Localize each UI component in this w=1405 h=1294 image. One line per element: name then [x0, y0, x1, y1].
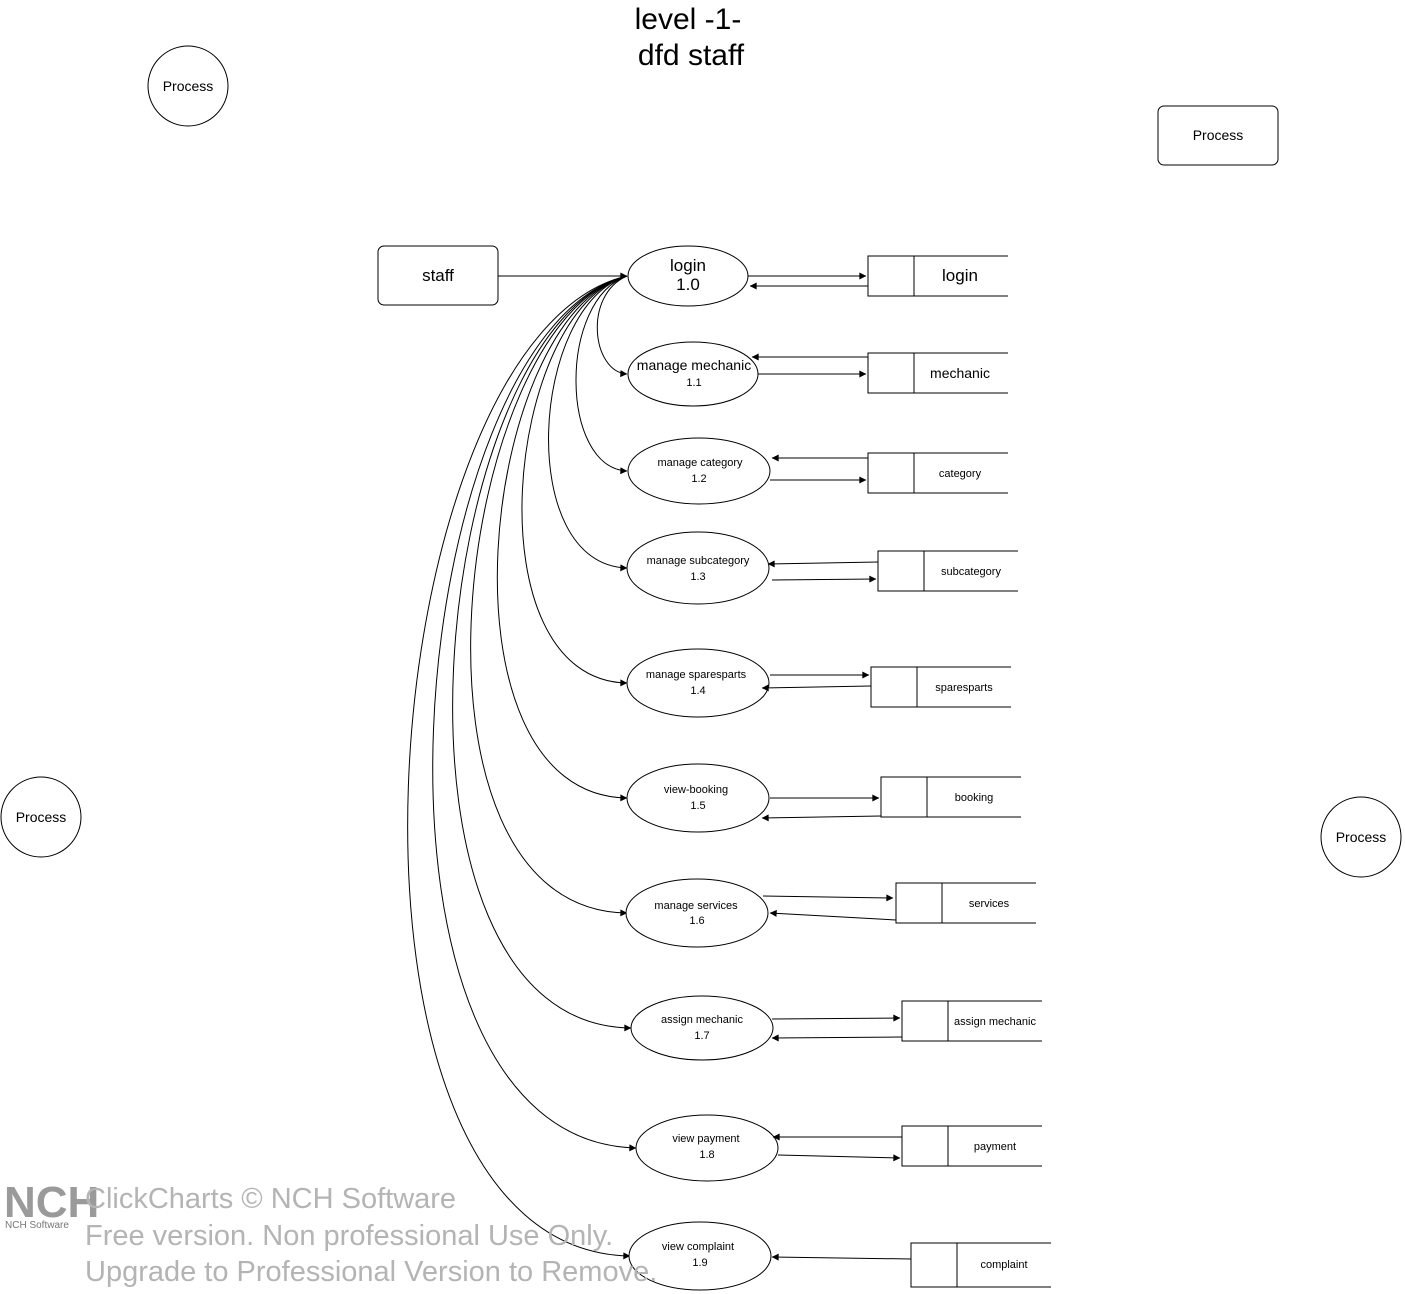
- data-store-label: mechanic: [930, 365, 990, 381]
- data-store-assign-mechanic[interactable]: assign mechanic: [901, 1000, 1042, 1042]
- data-store-label: sparesparts: [935, 682, 993, 694]
- process-number: 1.9: [692, 1257, 707, 1269]
- flow-to-manage-category[interactable]: [575, 275, 628, 475]
- process-name: manage category: [658, 457, 743, 469]
- watermark-line-1: ClickCharts © NCH Software: [85, 1183, 456, 1215]
- process-view-payment[interactable]: view payment 1.8: [635, 1114, 779, 1182]
- process-placeholder-label: Process: [163, 78, 214, 94]
- flow-to-manage-services[interactable]: [470, 275, 628, 917]
- process-name: manage sparesparts: [646, 669, 747, 681]
- process-manage-mechanic[interactable]: manage mechanic 1.1: [627, 341, 759, 407]
- process-view-booking[interactable]: view-booking 1.5: [626, 763, 770, 833]
- data-store-label: login: [942, 266, 978, 285]
- process-name: view payment: [672, 1133, 739, 1145]
- flow-to-view-payment[interactable]: [432, 275, 637, 1152]
- flow-store-to-view-booking[interactable]: [761, 814, 882, 822]
- nch-logo: NCH: [4, 1178, 99, 1227]
- flow-store-to-manage-subcategory[interactable]: [767, 560, 879, 568]
- process-manage-services[interactable]: manage services 1.6: [625, 878, 769, 948]
- data-store-mechanic[interactable]: mechanic: [867, 352, 1008, 394]
- process-placeholder-label: Process: [1193, 127, 1244, 143]
- process-number: 1.5: [690, 800, 705, 812]
- data-store-category[interactable]: category: [867, 452, 1008, 494]
- process-name: view-booking: [664, 784, 728, 796]
- flow-store-to-assign-mechanic[interactable]: [771, 1034, 903, 1042]
- process-placeholder[interactable]: Process: [0, 776, 82, 858]
- title-line-2: dfd staff: [638, 39, 745, 72]
- flow-assign-mechanic-to-store[interactable]: [771, 1014, 901, 1022]
- watermark-line-2: Free version. Non professional Use Only.: [85, 1220, 613, 1252]
- process-name: view complaint: [662, 1241, 734, 1253]
- data-store-label: complaint: [980, 1259, 1027, 1271]
- data-store-complaint[interactable]: complaint: [910, 1242, 1051, 1288]
- flow-store-to-view-complaint[interactable]: [771, 1253, 912, 1261]
- data-store-services[interactable]: services: [895, 882, 1036, 924]
- data-store-booking[interactable]: booking: [880, 776, 1021, 818]
- data-store-subcategory[interactable]: subcategory: [877, 550, 1018, 592]
- data-store-sparesparts[interactable]: sparesparts: [870, 666, 1011, 708]
- flow-view-payment-to-store[interactable]: [777, 1154, 901, 1162]
- data-store-label: assign mechanic: [954, 1016, 1036, 1028]
- process-number: 1.7: [694, 1030, 709, 1042]
- process-manage-subcategory[interactable]: manage subcategory 1.3: [626, 531, 770, 605]
- flow-to-assign-mechanic[interactable]: [452, 275, 632, 1032]
- process-number: 1.3: [690, 571, 705, 583]
- data-store-label: subcategory: [941, 566, 1001, 578]
- staff-fan-out-flows: [407, 275, 637, 1260]
- external-entity-label: staff: [422, 266, 454, 285]
- flow-store-to-manage-services[interactable]: [769, 909, 897, 921]
- process-placeholder[interactable]: Process: [1320, 796, 1402, 878]
- process-number: 1.2: [691, 473, 706, 485]
- title-line-1: level -1-: [635, 3, 742, 36]
- flow-manage-subcategory-to-store[interactable]: [771, 575, 877, 583]
- watermark-line-3: Upgrade to Professional Version to Remov…: [85, 1256, 657, 1288]
- process-manage-category[interactable]: manage category 1.2: [627, 437, 771, 505]
- data-store-label: booking: [955, 792, 994, 804]
- data-store-label: category: [939, 468, 982, 480]
- flow-to-view-complaint[interactable]: [407, 275, 631, 1260]
- process-number: 1.8: [699, 1149, 714, 1161]
- data-store-login[interactable]: login: [867, 255, 1008, 297]
- watermark: NCH NCH Software ClickCharts © NCH Softw…: [4, 1178, 657, 1288]
- nch-logo-caption: NCH Software: [5, 1220, 69, 1231]
- data-store-label: services: [969, 898, 1010, 910]
- process-placeholder[interactable]: Process: [147, 45, 229, 127]
- process-name: login: [670, 256, 706, 275]
- flow-store-to-manage-sparesparts[interactable]: [761, 684, 872, 692]
- process-number: 1.6: [689, 915, 704, 927]
- data-store-label: payment: [974, 1141, 1016, 1153]
- flow-to-manage-subcategory[interactable]: [548, 275, 628, 572]
- data-store-payment[interactable]: payment: [901, 1125, 1042, 1167]
- process-name: manage services: [654, 900, 738, 912]
- external-entity-staff[interactable]: staff: [377, 245, 499, 306]
- process-number: 1.4: [690, 685, 705, 697]
- process-name: assign mechanic: [661, 1014, 743, 1026]
- process-assign-mechanic[interactable]: assign mechanic 1.7: [630, 995, 774, 1061]
- flow-to-view-booking[interactable]: [496, 275, 628, 802]
- process-number: 1.0: [676, 275, 700, 294]
- process-login[interactable]: login 1.0: [627, 245, 749, 307]
- process-number: 1.1: [686, 377, 701, 389]
- process-view-complaint[interactable]: view complaint 1.9: [628, 1221, 772, 1291]
- process-placeholder-label: Process: [16, 809, 67, 825]
- process-manage-sparesparts[interactable]: manage sparesparts 1.4: [626, 648, 770, 718]
- flow-manage-services-to-store[interactable]: [762, 894, 894, 902]
- process-placeholder-label: Process: [1336, 829, 1387, 845]
- flow-to-manage-mechanic[interactable]: [596, 275, 628, 378]
- process-name: manage mechanic: [637, 357, 751, 373]
- process-name: manage subcategory: [647, 555, 750, 567]
- process-placeholder-box[interactable]: Process: [1157, 105, 1279, 166]
- diagram-title: level -1- dfd staff: [635, 3, 745, 72]
